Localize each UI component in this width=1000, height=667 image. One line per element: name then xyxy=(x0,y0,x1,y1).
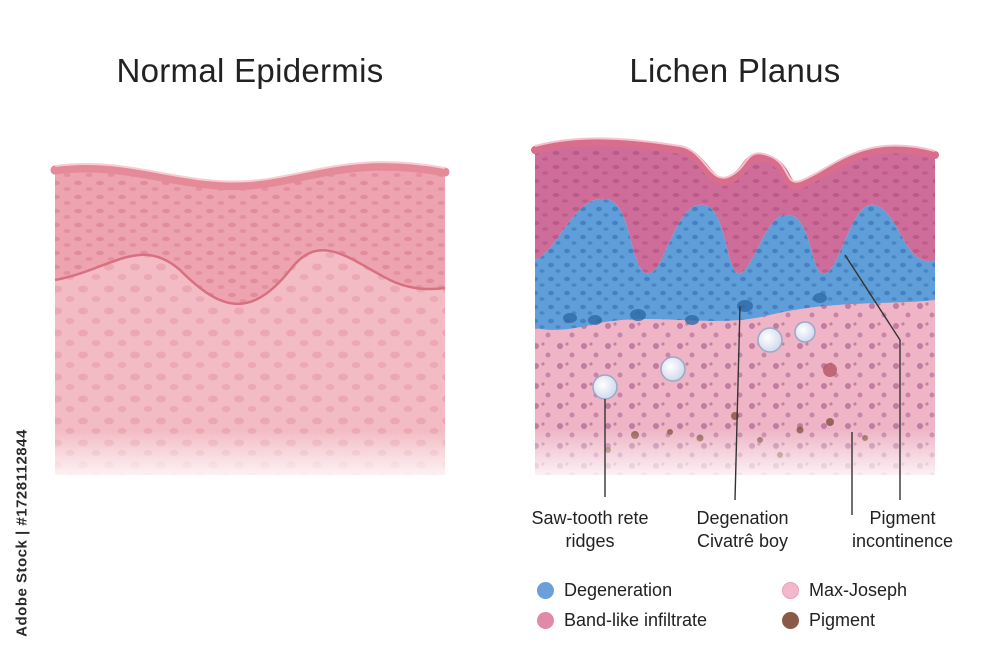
legend-item-band-like-infiltrate: Band-like infiltrate xyxy=(537,610,707,631)
legend-swatch xyxy=(537,582,554,599)
lichen-planus-illustration xyxy=(530,120,940,515)
legend-item-degeneration: Degeneration xyxy=(537,580,672,601)
title-lichen-planus: Lichen Planus xyxy=(629,52,841,89)
title-normal-epidermis: Normal Epidermis xyxy=(116,52,384,89)
legend-swatch xyxy=(782,612,799,629)
legend-item-max-joseph: Max-Joseph xyxy=(782,580,907,601)
legend-swatch xyxy=(782,582,799,599)
legend-swatch xyxy=(537,612,554,629)
stock-watermark: Adobe Stock | #1728112844 xyxy=(13,429,31,637)
normal-epidermis-illustration xyxy=(50,150,450,480)
annotation-leader-lines xyxy=(604,254,901,515)
legend-item-pigment: Pigment xyxy=(782,610,875,631)
